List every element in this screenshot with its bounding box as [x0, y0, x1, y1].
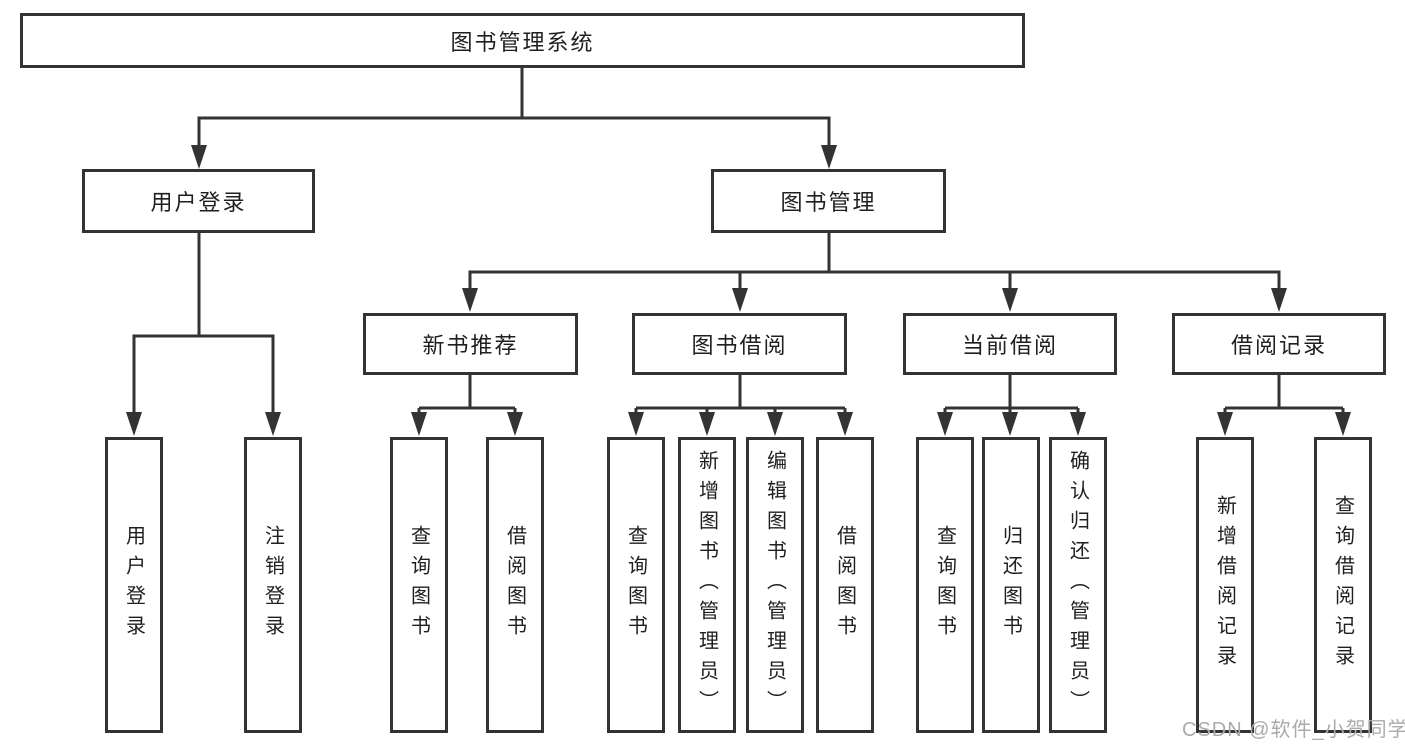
leaf-confirm-return-admin-label: 确认归还（管理员）: [1066, 450, 1089, 720]
leaf-add-book-admin-label: 新增图书（管理员）: [695, 450, 718, 720]
node-user-login-label: 用户登录: [150, 190, 247, 215]
leaf-borrow-books-2-label: 借阅图书: [833, 525, 856, 645]
leaf-edit-book-admin: 编辑图书（管理员）: [746, 437, 804, 733]
node-new-book-recommend: 新书推荐: [363, 313, 578, 375]
leaf-query-borrow-record: 查询借阅记录: [1314, 437, 1372, 733]
node-borrow-records: 借阅记录: [1172, 313, 1386, 375]
leaf-add-book-admin: 新增图书（管理员）: [678, 437, 736, 733]
leaf-add-borrow-record-label: 新增借阅记录: [1213, 495, 1236, 675]
leaf-query-books-3-label: 查询图书: [933, 525, 956, 645]
node-borrow-records-label: 借阅记录: [1230, 333, 1327, 358]
leaf-logout-login-label: 注销登录: [261, 525, 284, 645]
leaf-query-books-2: 查询图书: [607, 437, 665, 733]
arrowheads: [126, 145, 1351, 436]
node-book-management: 图书管理: [711, 169, 946, 233]
leaf-query-books-1: 查询图书: [390, 437, 448, 733]
leaf-query-books-1-label: 查询图书: [407, 525, 430, 645]
node-book-borrow: 图书借阅: [632, 313, 847, 375]
leaf-add-borrow-record: 新增借阅记录: [1196, 437, 1254, 733]
node-new-book-recommend-label: 新书推荐: [422, 333, 519, 358]
leaf-query-books-3: 查询图书: [916, 437, 974, 733]
node-book-borrow-label: 图书借阅: [691, 333, 788, 358]
watermark: CSDN @软件_小贺同学: [1182, 719, 1405, 741]
node-current-borrow-label: 当前借阅: [961, 333, 1058, 358]
leaf-edit-book-admin-label: 编辑图书（管理员）: [763, 450, 786, 720]
leaf-user-login-label: 用户登录: [122, 525, 145, 645]
node-user-login: 用户登录: [82, 169, 315, 233]
leaf-return-book: 归还图书: [982, 437, 1040, 733]
leaf-query-borrow-record-label: 查询借阅记录: [1331, 495, 1354, 675]
node-root: 图书管理系统: [20, 13, 1025, 68]
leaf-user-login: 用户登录: [105, 437, 163, 733]
node-book-management-label: 图书管理: [780, 190, 877, 215]
leaf-confirm-return-admin: 确认归还（管理员）: [1049, 437, 1107, 733]
leaf-borrow-books-1-label: 借阅图书: [503, 525, 526, 645]
leaf-borrow-books-2: 借阅图书: [816, 437, 874, 733]
leaf-borrow-books-1: 借阅图书: [486, 437, 544, 733]
leaf-logout-login: 注销登录: [244, 437, 302, 733]
leaf-return-book-label: 归还图书: [999, 525, 1022, 645]
leaf-query-books-2-label: 查询图书: [624, 525, 647, 645]
node-root-label: 图书管理系统: [450, 29, 595, 55]
node-current-borrow: 当前借阅: [903, 313, 1117, 375]
